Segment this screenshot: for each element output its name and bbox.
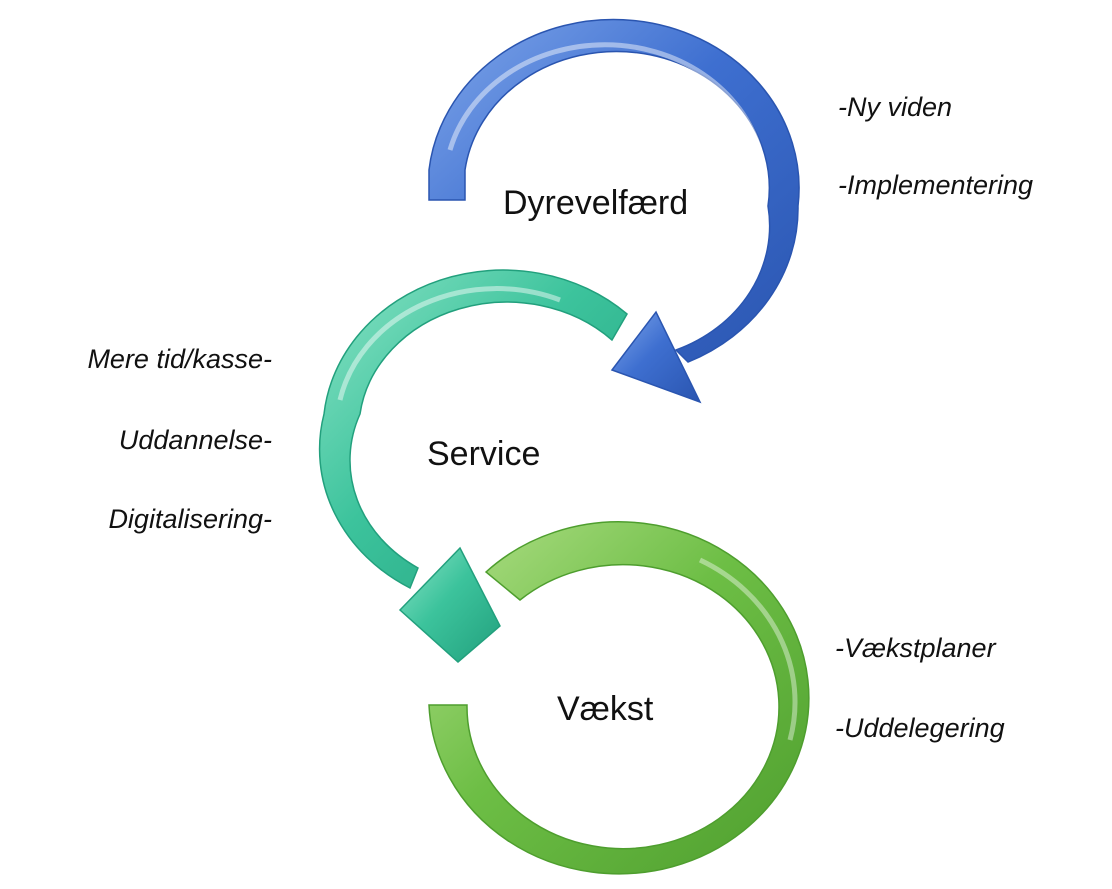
note-digitalisering: Digitalisering-	[108, 504, 272, 534]
note-implementering: -Implementering	[838, 170, 1034, 200]
note-uddannelse: Uddannelse-	[118, 425, 272, 455]
service-arrow	[318, 269, 628, 663]
note-mere-tid-kasse: Mere tid/kasse-	[87, 344, 272, 374]
note-uddelegering: -Uddelegering	[835, 713, 1005, 743]
note-ny-viden: -Ny viden	[838, 92, 953, 122]
service-label: Service	[427, 435, 541, 473]
dyrevelfaerd-label: Dyrevelfærd	[503, 184, 689, 222]
note-vaekstplaner: -Vækstplaner	[835, 633, 996, 663]
vaekst-arrow	[428, 521, 810, 875]
vaekst-label: Vækst	[557, 690, 654, 728]
dyrevelfaerd-arrow	[428, 18, 800, 404]
